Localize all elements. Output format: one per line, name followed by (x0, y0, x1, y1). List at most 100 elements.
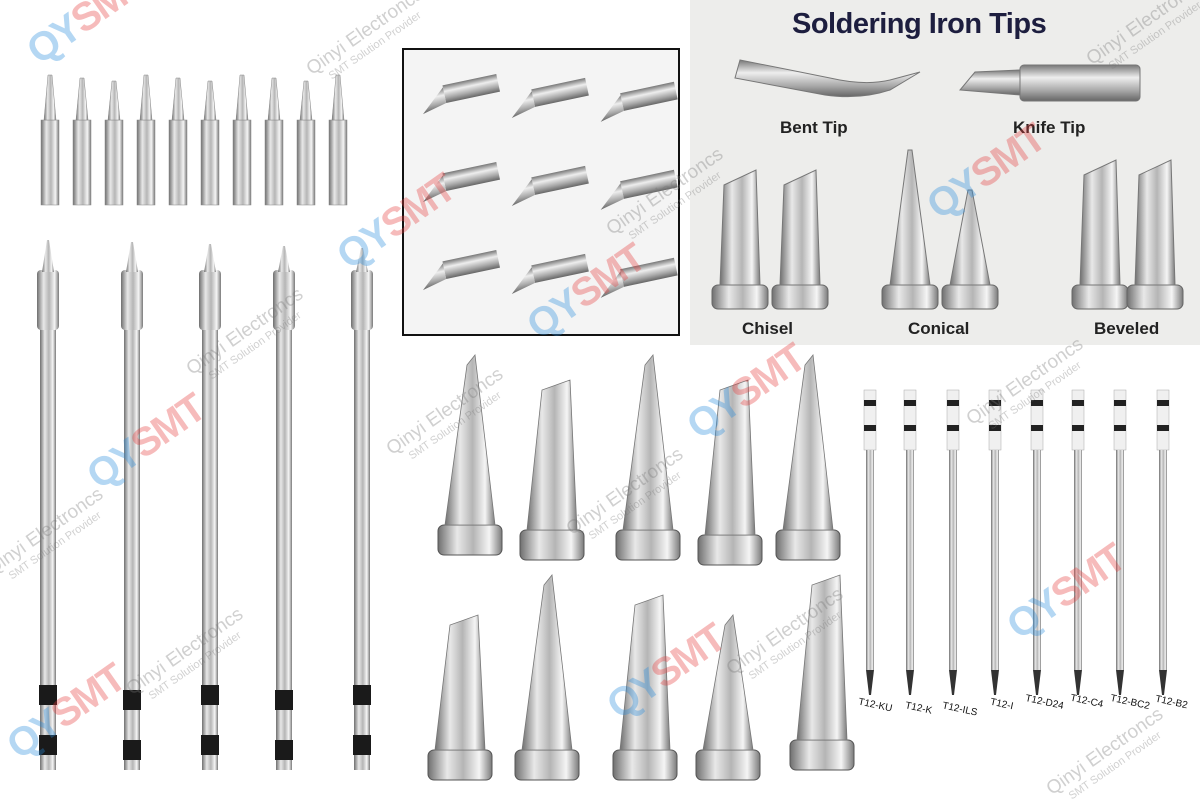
box-tip-body (620, 169, 678, 199)
tip-types-panel (690, 0, 1200, 345)
label-chisel: Chisel (742, 319, 794, 338)
t12-band (1072, 425, 1084, 431)
conical-tip-body (949, 189, 991, 286)
chunky-tip-body (702, 614, 754, 751)
box-tip-point (600, 271, 624, 298)
t12-grip (946, 389, 960, 451)
t12-shaft (1159, 450, 1167, 670)
long-tip-point (356, 248, 368, 272)
small-tip (232, 119, 252, 206)
horizontal-tips (423, 73, 678, 298)
t12-point (1033, 670, 1041, 695)
chisel-tip-base (711, 284, 769, 310)
small-tip (104, 119, 124, 206)
box-tip-point (511, 91, 536, 119)
t12-point (1074, 670, 1082, 695)
small-tip (168, 119, 188, 206)
chunky-tip-body (434, 614, 486, 751)
box-tip-point (600, 95, 624, 122)
long-tip-band (39, 735, 57, 755)
t12-band (989, 400, 1001, 406)
chunky-tip-body (782, 353, 834, 531)
box-tip-body (442, 73, 501, 104)
chunky-tip-base (519, 529, 585, 561)
chunky-tip-body (704, 379, 756, 536)
small-tip-point (139, 74, 153, 121)
chunky-tips-grid (427, 353, 855, 781)
box-tip-point (511, 179, 536, 207)
box-tip-body (620, 81, 678, 111)
small-tip-point (267, 77, 281, 121)
long-tips-row (37, 240, 373, 770)
long-tip-shaft (354, 320, 370, 770)
chunky-tip-base (615, 529, 681, 561)
long-tip-point (278, 246, 290, 272)
small-tip (328, 119, 348, 206)
small-tip (200, 119, 220, 206)
box-tip-point (423, 87, 447, 115)
t12-band (1114, 400, 1126, 406)
t12-band (1031, 400, 1043, 406)
chisel-tip-body (719, 169, 761, 286)
long-tip-collar (199, 270, 221, 330)
long-tip-band (275, 740, 293, 760)
t12-band (1114, 425, 1126, 431)
chisel-tip-base (771, 284, 829, 310)
long-tip-band (353, 735, 371, 755)
chunky-tip-base (427, 749, 493, 781)
chunky-tip-base (697, 534, 763, 566)
t12-shaft (991, 450, 999, 670)
chunky-tip-base (775, 529, 841, 561)
t12-band (864, 400, 876, 406)
tip-types-illustration (711, 59, 1184, 310)
t12-point (991, 670, 999, 695)
t12-grip (1071, 389, 1085, 451)
t12-grip (1156, 389, 1170, 451)
small-tip-point (107, 80, 121, 121)
box-tip-body (620, 257, 678, 287)
long-tip-band (201, 685, 219, 705)
t12-shaft (949, 450, 957, 670)
t12-point (1159, 670, 1167, 695)
long-tip-shaft (202, 320, 218, 770)
beveled-tip-base (1071, 284, 1129, 310)
beveled-tip-base (1126, 284, 1184, 310)
long-tip-collar (121, 270, 143, 330)
label-conical: Conical (908, 319, 970, 338)
long-tip-band (123, 690, 141, 710)
t12-point (1116, 670, 1124, 695)
small-tip (72, 119, 92, 206)
t12-shaft (906, 450, 914, 670)
long-tip-band (353, 685, 371, 705)
t12-band (947, 400, 959, 406)
small-tip (40, 119, 60, 206)
small-tip (296, 119, 316, 206)
conical-tip-base (881, 284, 939, 310)
box-tip-point (600, 183, 624, 210)
t12-band (1157, 400, 1169, 406)
chunky-tip-body (619, 594, 671, 751)
t12-band (1072, 400, 1084, 406)
small-tip-point (299, 80, 313, 121)
t12-shaft (866, 450, 874, 670)
long-tip-point (204, 244, 216, 272)
panel-title: Soldering Iron Tips (792, 8, 1047, 40)
t12-band (904, 400, 916, 406)
long-tip-band (201, 735, 219, 755)
chunky-tip-base (695, 749, 761, 781)
chunky-tip-body (622, 353, 674, 531)
t12-tips-row (863, 389, 1170, 695)
box-tip-body (442, 161, 501, 192)
t12-band (1157, 425, 1169, 431)
long-tip-collar (273, 270, 295, 330)
t12-band (864, 425, 876, 431)
t12-band (947, 425, 959, 431)
long-tip-band (123, 740, 141, 760)
chunky-tip-base (789, 739, 855, 771)
t12-shaft (1074, 450, 1082, 670)
small-tip-point (171, 77, 185, 121)
label-beveled: Beveled (1094, 319, 1160, 338)
t12-grip (1030, 389, 1044, 451)
bent-tip-drawing (734, 59, 921, 98)
